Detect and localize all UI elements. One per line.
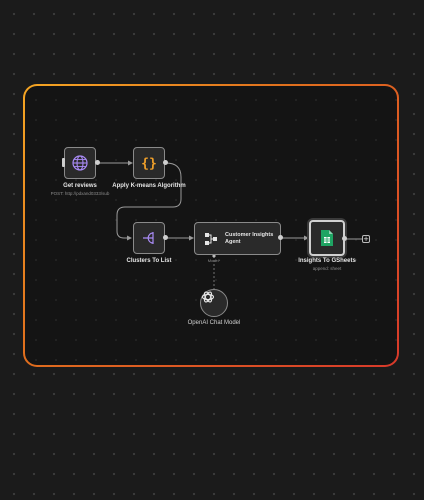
node-title-sheets: Insights To GSheets xyxy=(298,258,356,264)
globe-icon xyxy=(65,148,95,178)
google-sheets-icon xyxy=(311,222,343,254)
braces-icon: {} xyxy=(134,148,164,178)
output-port[interactable] xyxy=(278,235,283,240)
split-out-icon xyxy=(134,223,164,253)
agent-model-port-label: Model* xyxy=(207,258,221,263)
node-customer-insights-agent[interactable]: Customer Insights Agent xyxy=(194,222,281,255)
input-port[interactable] xyxy=(62,158,65,167)
agent-flow-icon xyxy=(204,232,218,251)
arrow-head xyxy=(304,235,309,241)
arrow-head xyxy=(127,235,132,241)
output-port[interactable] xyxy=(342,236,347,241)
connection-kmeans-clusters xyxy=(116,162,182,239)
output-port[interactable] xyxy=(163,160,168,165)
agent-title-line1: Customer Insights xyxy=(225,232,274,238)
node-clusters-to-list[interactable] xyxy=(133,222,165,254)
agent-title-line2: Agent xyxy=(225,239,241,245)
node-openai-chat-model[interactable] xyxy=(200,289,228,317)
node-insights-to-gsheets[interactable] xyxy=(309,220,345,256)
arrow-head xyxy=(128,160,133,166)
node-apply-kmeans[interactable]: {} xyxy=(133,147,165,179)
node-subtitle-get-reviews: POST: http://pdxand0333/sub xyxy=(50,191,110,196)
node-title-kmeans: Apply K-means Algorithm xyxy=(112,183,186,189)
output-port[interactable] xyxy=(163,235,168,240)
node-get-reviews[interactable] xyxy=(64,147,96,179)
node-title-get-reviews: Get reviews xyxy=(63,183,97,189)
add-node-button[interactable]: + xyxy=(362,235,370,243)
node-subtitle-sheets: append: sheet xyxy=(312,266,342,271)
node-title-clusters: Clusters To List xyxy=(126,258,172,264)
output-port[interactable] xyxy=(95,160,100,165)
arrow-head xyxy=(189,235,194,241)
model-port-diamond xyxy=(212,254,216,258)
node-title-chat-model: OpenAI Chat Model xyxy=(187,320,241,326)
svg-text:{}: {} xyxy=(141,157,157,172)
agent-title: Customer Insights Agent xyxy=(225,232,273,246)
openai-icon xyxy=(201,290,227,309)
